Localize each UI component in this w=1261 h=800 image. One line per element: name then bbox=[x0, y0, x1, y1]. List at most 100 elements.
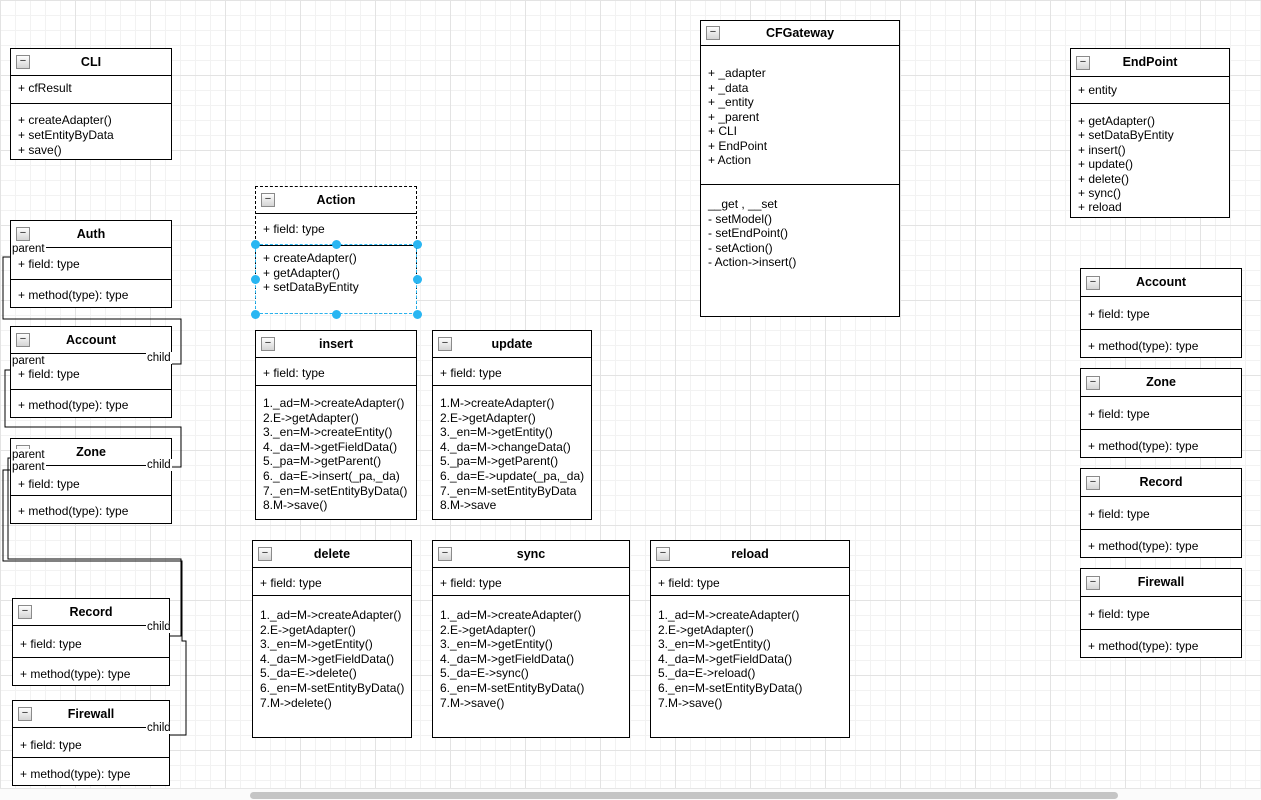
methods-section[interactable]: + method(type): type bbox=[1081, 529, 1241, 557]
attributes-section[interactable]: + field: type bbox=[433, 357, 591, 385]
class-box-zone_right[interactable]: −Zone+ field: type+ method(type): type bbox=[1080, 368, 1242, 458]
method-line: 5._pa=M->getParent() bbox=[263, 454, 382, 469]
collapse-icon[interactable]: − bbox=[438, 547, 452, 561]
collapse-icon[interactable]: − bbox=[261, 193, 275, 207]
collapse-icon[interactable]: − bbox=[18, 707, 32, 721]
collapse-icon[interactable]: − bbox=[1076, 55, 1090, 70]
methods-section[interactable]: 1._ad=M->createAdapter()2.E->getAdapter(… bbox=[651, 595, 849, 737]
methods-section[interactable]: + method(type): type bbox=[1081, 629, 1241, 657]
class-title: update bbox=[491, 337, 533, 351]
attributes-section[interactable]: + field: type bbox=[11, 465, 171, 495]
methods-section[interactable]: + method(type): type bbox=[1081, 329, 1241, 357]
attributes-section[interactable]: + field: type bbox=[1081, 396, 1241, 429]
edge-label-zone-firewall-source[interactable]: parent bbox=[11, 461, 46, 473]
attribute-line: + field: type bbox=[18, 367, 80, 381]
methods-section[interactable]: + method(type): type bbox=[13, 757, 169, 785]
selection-handle[interactable] bbox=[250, 274, 260, 284]
selection-handle[interactable] bbox=[331, 239, 341, 249]
attributes-section[interactable]: + field: type bbox=[651, 567, 849, 595]
edge-label-account-zone-source[interactable]: parent bbox=[11, 355, 46, 367]
collapse-icon[interactable]: − bbox=[261, 337, 275, 351]
methods-section[interactable]: + method(type): type bbox=[1081, 429, 1241, 457]
methods-section[interactable]: + method(type): type bbox=[11, 495, 171, 523]
selection-handle[interactable] bbox=[412, 239, 422, 249]
methods-section[interactable]: 1._ad=M->createAdapter()2.E->getAdapter(… bbox=[256, 385, 416, 519]
attributes-section[interactable]: + field: type bbox=[256, 213, 416, 245]
selection-handle[interactable] bbox=[412, 309, 422, 319]
attributes-section[interactable]: + field: type bbox=[256, 357, 416, 385]
edge-label-auth-account-source[interactable]: parent bbox=[11, 243, 46, 255]
methods-section[interactable]: 1._ad=M->createAdapter()2.E->getAdapter(… bbox=[253, 595, 411, 737]
methods-section[interactable]: + method(type): type bbox=[13, 657, 169, 685]
methods-section[interactable]: 1.M->createAdapter()2.E->getAdapter()3._… bbox=[433, 385, 591, 519]
class-box-record_left[interactable]: −Record+ field: type+ method(type): type bbox=[12, 598, 170, 686]
attributes-section[interactable]: + cfResult bbox=[11, 75, 171, 103]
scrollbar-thumb[interactable] bbox=[250, 792, 1118, 799]
class-box-action[interactable]: −Action+ field: type+ createAdapter()+ g… bbox=[255, 186, 417, 314]
class-box-cli[interactable]: −CLI+ cfResult+ createAdapter()+ setEnti… bbox=[10, 48, 172, 160]
selection-handle[interactable] bbox=[250, 239, 260, 249]
collapse-icon[interactable]: − bbox=[1086, 575, 1100, 590]
methods-section[interactable]: __get , __set- setModel()- setEndPoint()… bbox=[701, 184, 899, 316]
method-line: 7.M->save() bbox=[440, 695, 505, 710]
methods-section[interactable]: + getAdapter()+ setDataByEntity+ insert(… bbox=[1071, 103, 1229, 217]
class-box-firewall_right[interactable]: −Firewall+ field: type+ method(type): ty… bbox=[1080, 568, 1242, 658]
methods-section[interactable]: + method(type): type bbox=[11, 279, 171, 307]
method-line: 5._da=E->delete() bbox=[260, 666, 357, 681]
attributes-section[interactable]: + field: type bbox=[253, 567, 411, 595]
selection-handle[interactable] bbox=[331, 309, 341, 319]
method-line: + setDataByEntity bbox=[1078, 128, 1174, 143]
attributes-section[interactable]: + _adapter+ _data+ _entity+ _parent+ CLI… bbox=[701, 45, 899, 184]
methods-section[interactable]: 1._ad=M->createAdapter()2.E->getAdapter(… bbox=[433, 595, 629, 737]
class-box-account_left[interactable]: −Account+ field: type+ method(type): typ… bbox=[10, 326, 172, 418]
collapse-icon[interactable]: − bbox=[438, 337, 452, 351]
method-line: + sync() bbox=[1078, 186, 1122, 201]
collapse-icon[interactable]: − bbox=[16, 227, 30, 241]
attributes-section[interactable]: + field: type bbox=[433, 567, 629, 595]
edge-auth-account[interactable] bbox=[2, 256, 182, 365]
collapse-icon[interactable]: − bbox=[1086, 375, 1100, 390]
edge-account-zone[interactable] bbox=[4, 369, 182, 468]
edge-zone-firewall[interactable] bbox=[2, 469, 187, 736]
attributes-section[interactable]: + field: type bbox=[13, 727, 169, 757]
collapse-icon[interactable]: − bbox=[1086, 475, 1100, 490]
class-box-cfgateway[interactable]: −CFGateway+ _adapter+ _data+ _entity+ _p… bbox=[700, 20, 900, 317]
edge-zone-record[interactable] bbox=[7, 457, 182, 637]
edge-label-zone-record-source[interactable]: parent bbox=[11, 449, 46, 461]
methods-section[interactable]: + method(type): type bbox=[11, 389, 171, 417]
edge-label-zone-firewall-target[interactable]: child bbox=[146, 722, 172, 734]
class-box-firewall_left[interactable]: −Firewall+ field: type+ method(type): ty… bbox=[12, 700, 170, 786]
collapse-icon[interactable]: − bbox=[706, 26, 720, 40]
class-box-auth[interactable]: −Auth+ field: type+ method(type): type bbox=[10, 220, 172, 308]
methods-section[interactable]: + createAdapter()+ setEntityByData+ save… bbox=[11, 103, 171, 159]
collapse-icon[interactable]: − bbox=[16, 333, 30, 347]
attributes-section[interactable]: + field: type bbox=[11, 247, 171, 279]
horizontal-scrollbar[interactable] bbox=[0, 788, 1261, 800]
attributes-section[interactable]: + field: type bbox=[13, 625, 169, 657]
collapse-icon[interactable]: − bbox=[18, 605, 32, 619]
selection-handle[interactable] bbox=[412, 274, 422, 284]
attributes-section[interactable]: + field: type bbox=[1081, 496, 1241, 529]
selection-handle[interactable] bbox=[250, 309, 260, 319]
attributes-section[interactable]: + field: type bbox=[1081, 596, 1241, 629]
edge-label-auth-account-target[interactable]: child bbox=[146, 352, 172, 364]
collapse-icon[interactable]: − bbox=[16, 55, 30, 69]
edge-label-account-zone-target[interactable]: child bbox=[146, 459, 172, 471]
class-box-account_right[interactable]: −Account+ field: type+ method(type): typ… bbox=[1080, 268, 1242, 358]
collapse-icon[interactable]: − bbox=[258, 547, 272, 561]
class-box-endpoint[interactable]: −EndPoint+ entity+ getAdapter()+ setData… bbox=[1070, 48, 1230, 218]
collapse-icon[interactable]: − bbox=[1086, 275, 1100, 290]
methods-section[interactable]: + createAdapter()+ getAdapter()+ setData… bbox=[256, 245, 416, 313]
edge-label-zone-record-target[interactable]: child bbox=[146, 621, 172, 633]
attributes-section[interactable]: + field: type bbox=[1081, 296, 1241, 329]
attributes-section[interactable]: + field: type bbox=[11, 353, 171, 389]
class-box-record_right[interactable]: −Record+ field: type+ method(type): type bbox=[1080, 468, 1242, 558]
attributes-section[interactable]: + entity bbox=[1071, 76, 1229, 103]
collapse-icon[interactable]: − bbox=[656, 547, 670, 561]
